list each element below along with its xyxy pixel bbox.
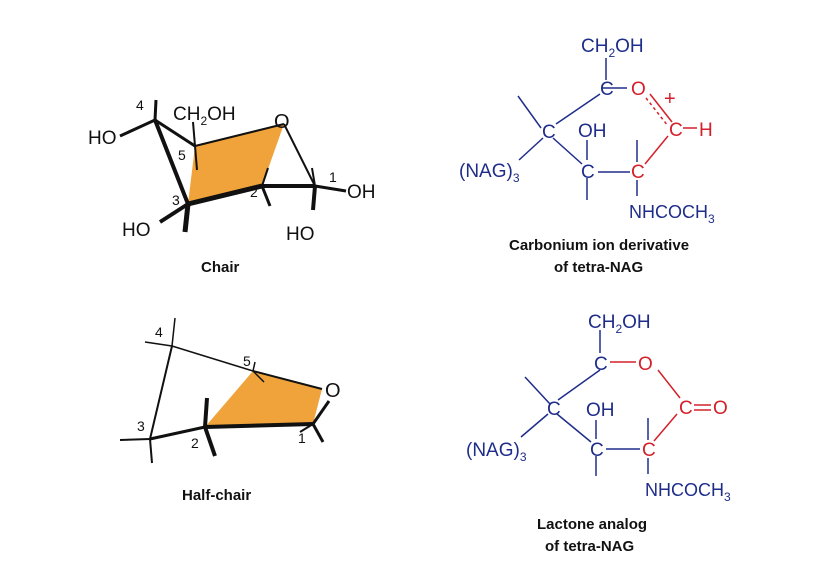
half-chair-atom-number-2: 2 xyxy=(191,435,199,451)
carbonium-caption-line2: of tetra-NAG xyxy=(554,259,643,276)
lactone-structure: CH2OH C O C OH C O (NAG)3 C C NHCOCH3 La… xyxy=(466,312,731,555)
carbonium-nhcoch3: NHCOCH3 xyxy=(629,202,715,226)
chair-caption: Chair xyxy=(201,259,240,276)
half-chair-caption: Half-chair xyxy=(182,487,251,504)
half-chair-ring-oxygen: O xyxy=(325,380,341,402)
chair-atom-number-4: 4 xyxy=(136,97,144,113)
lactone-c-bottom-right: C xyxy=(642,440,656,461)
half-chair-atom-number-1: 1 xyxy=(298,430,306,446)
lactone-ring-oxygen: O xyxy=(638,354,653,375)
chair-atom-number-5: 5 xyxy=(178,147,186,163)
carbonium-c-top: C xyxy=(600,79,614,100)
lactone-c-left: C xyxy=(547,399,561,420)
lactone-nag3: (NAG)3 xyxy=(466,440,527,464)
carbonium-c-left: C xyxy=(542,122,556,143)
chair-oh-right: OH xyxy=(347,182,376,203)
lactone-c-bottom-left: C xyxy=(590,440,604,461)
chair-atom-number-2: 2 xyxy=(250,184,258,200)
carbonium-c-bottom-right: C xyxy=(631,162,645,183)
half-chair-atom-number-3: 3 xyxy=(137,418,145,434)
chair-ring-oxygen: O xyxy=(274,111,290,133)
lactone-carbonyl-carbon: C xyxy=(679,398,693,419)
carbonium-hydrogen: H xyxy=(699,120,713,141)
chair-ho-bottom-left: HO xyxy=(122,220,151,241)
half-chair-atom-number-5: 5 xyxy=(243,353,251,369)
lactone-c-top: C xyxy=(594,354,608,375)
chair-ho-bottom-right: HO xyxy=(286,224,315,245)
chair-diagram: HO CH2OH O OH HO HO 1 2 3 4 5 Chair xyxy=(88,97,376,276)
carbonium-caption-line1: Carbonium ion derivative xyxy=(509,237,689,254)
lactone-carbonyl-oxygen: O xyxy=(713,398,728,419)
lactone-caption-line2: of tetra-NAG xyxy=(545,538,634,555)
carbonium-ch2oh: CH2OH xyxy=(581,36,644,60)
carbonium-oh: OH xyxy=(578,121,607,142)
lactone-ch2oh: CH2OH xyxy=(588,312,651,336)
lactone-caption-line1: Lactone analog xyxy=(537,516,647,533)
chair-ch2oh: CH2OH xyxy=(173,104,236,128)
carbonium-plus-charge: + xyxy=(664,88,676,110)
carbonium-ion-structure: CH2OH C O + C OH C H (NAG)3 C C NHCOCH3 … xyxy=(459,36,715,276)
lactone-nhcoch3: NHCOCH3 xyxy=(645,480,731,504)
chair-atom-number-1: 1 xyxy=(329,169,337,185)
half-chair-atom-number-4: 4 xyxy=(155,324,163,340)
lactone-oh: OH xyxy=(586,400,615,421)
carbonium-nag3: (NAG)3 xyxy=(459,161,520,185)
half-chair-diagram: O 1 2 3 4 5 Half-chair xyxy=(119,317,341,504)
carbonium-ring-oxygen: O xyxy=(631,79,646,100)
carbonium-cation-carbon: C xyxy=(669,120,683,141)
half-chair-ring-fill xyxy=(205,371,322,427)
carbonium-c-bottom-left: C xyxy=(581,162,595,183)
chair-ho-left: HO xyxy=(88,128,117,149)
chair-atom-number-3: 3 xyxy=(172,192,180,208)
